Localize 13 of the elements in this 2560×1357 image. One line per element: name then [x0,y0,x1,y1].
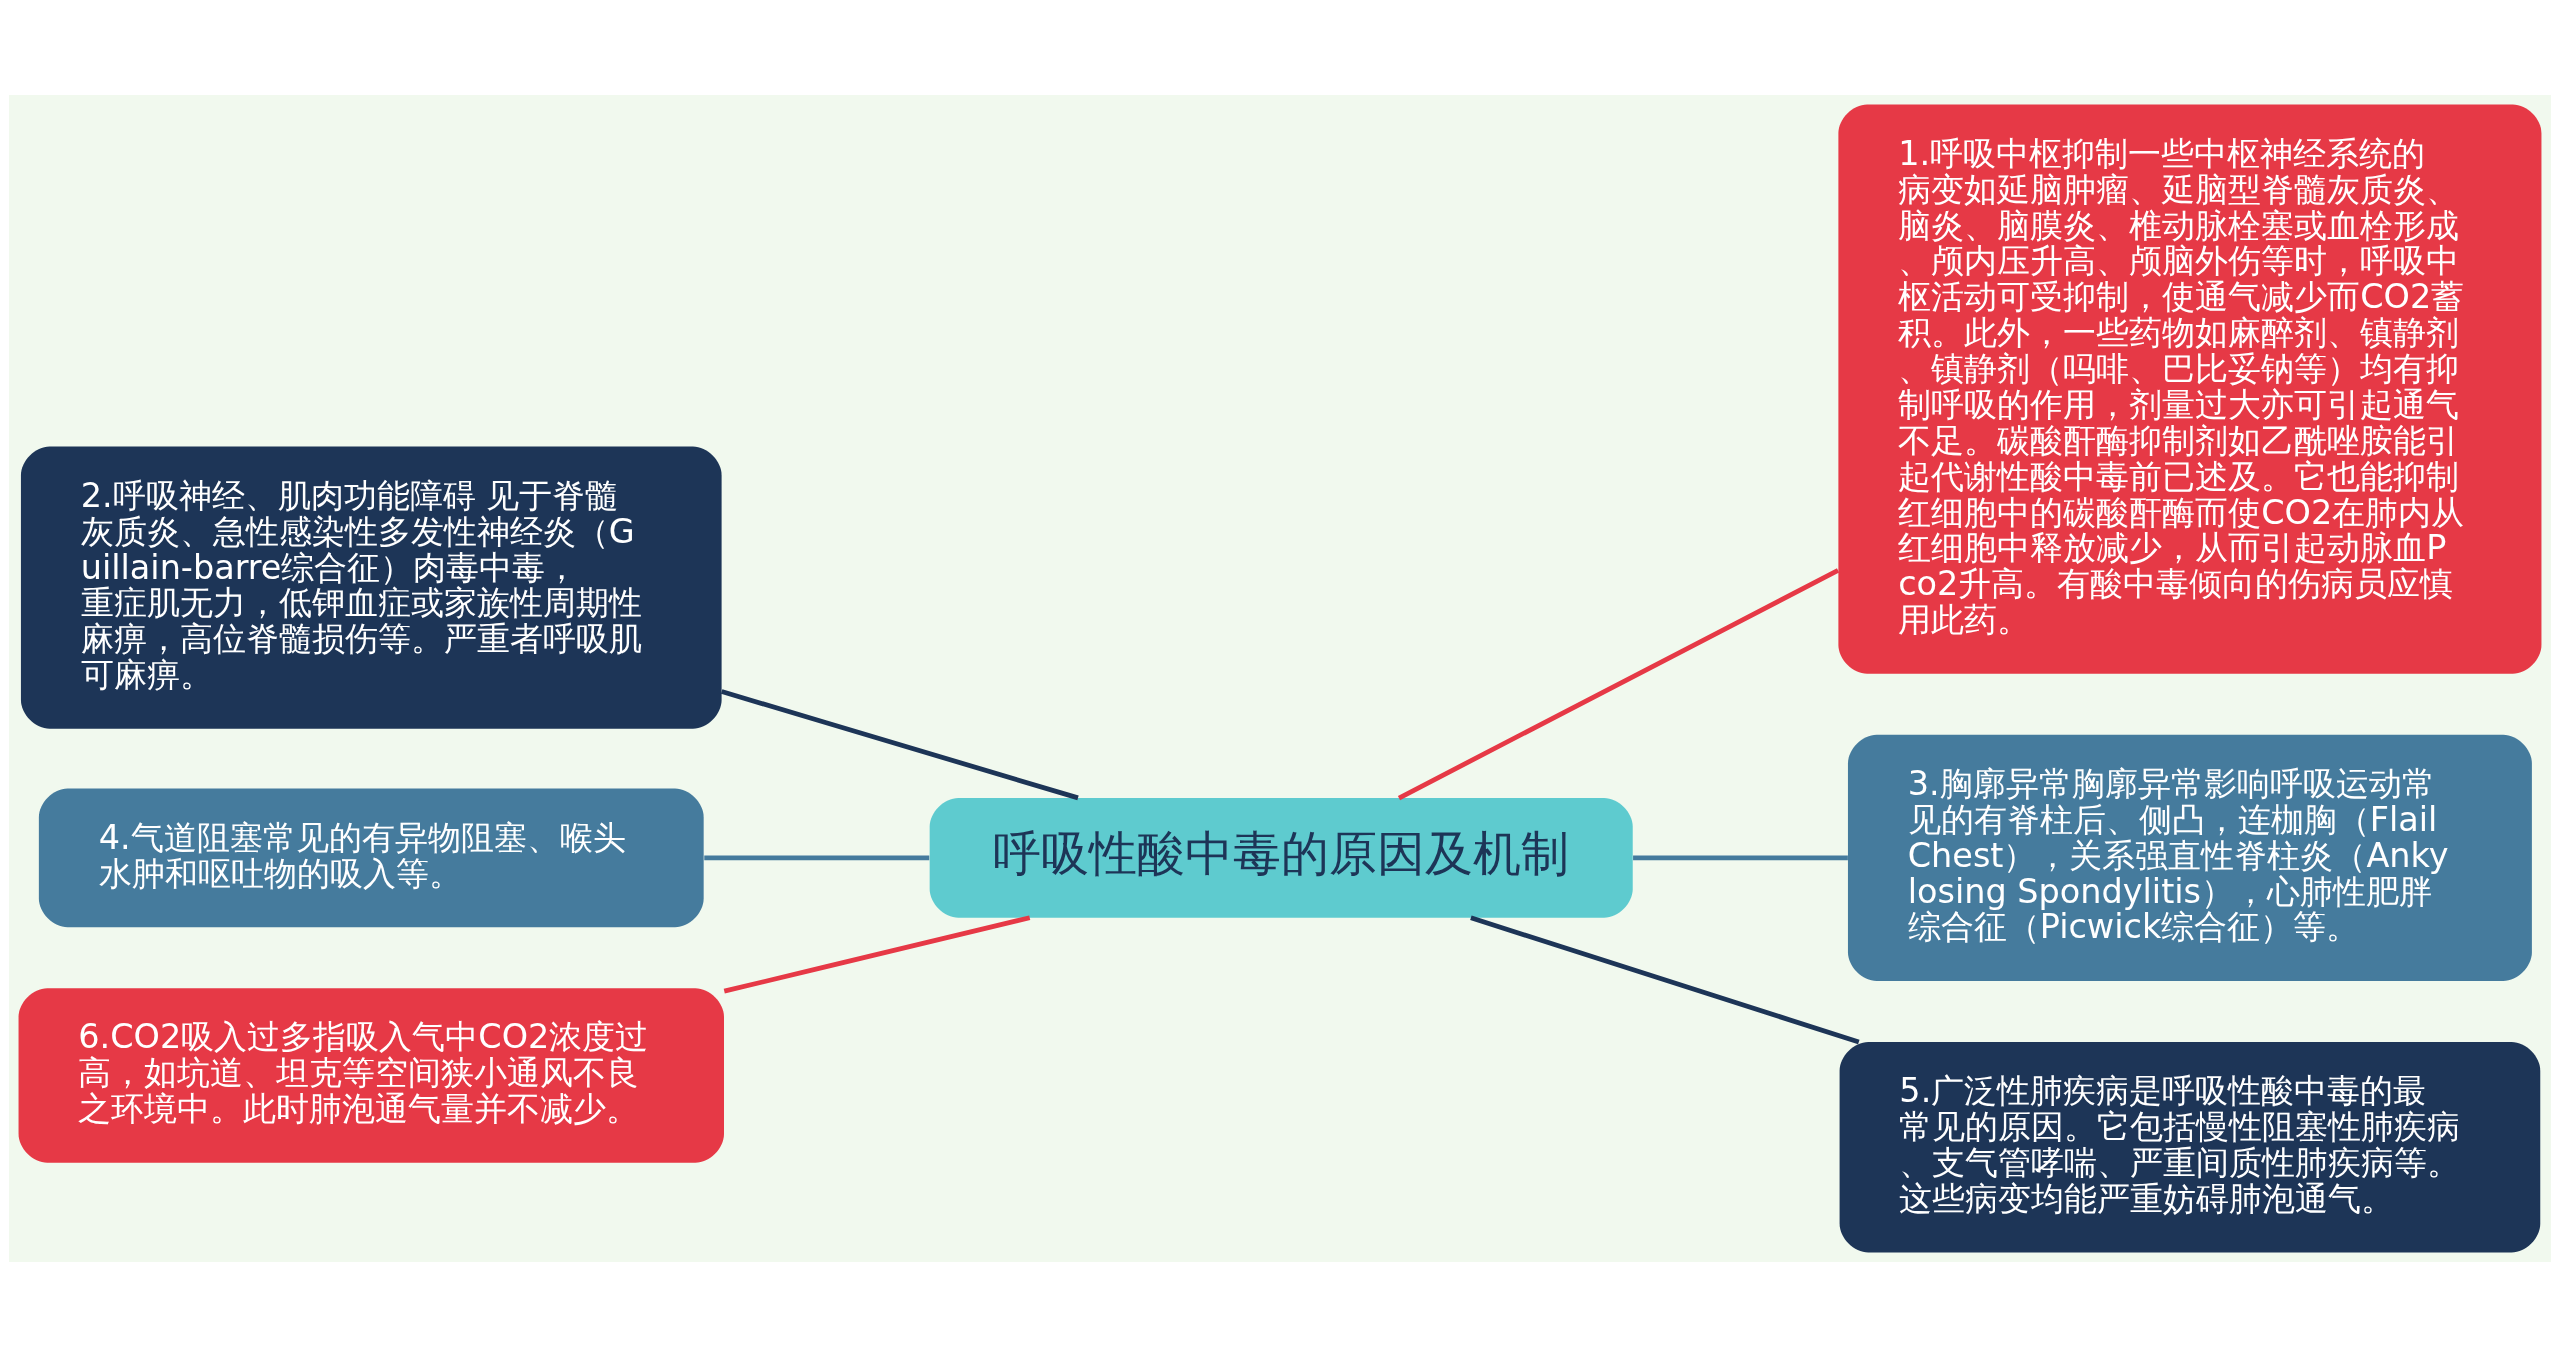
connector [1397,568,1840,801]
connector [723,915,1031,994]
connector [721,689,1079,801]
node-box: 3.胸廓异常胸廓异常影响呼吸运动常见的有脊柱后、侧凸，连枷胸（Flail Chest），关系强直性脊柱炎（Ankylosing Spondylitis），心肺性肥胖综合征（Picwick综合征）等。 [1847,734,2532,981]
node-box: 1.呼吸中枢抑制一些中枢神经系统的病变如延脑肿瘤、延脑型脊髓灰质炎、脑炎、脑膜炎、椎动脉栓塞或血栓形成、颅内压升高、颅脑外伤等时，呼吸中枢活动可受抑制，使通气减少而CO2蓄积。此外，一些药物如麻醉剂、镇静剂、镇静剂（吗啡、巴比妥钠等）均有抑制呼吸的作用，剂量过大亦可引起通气不足。碳酸酐酶抑制剂如乙酰唑胺能引起代谢性酸中毒前已述及。它也能抑制红细胞中的碳酸酐酶而使CO2在肺内从红细胞中释放减少，从而引起动脉血Pco2升高。有酸中毒倾向的伤病员应慎用此药。 [1838,104,2542,674]
node-box: 4.气道阻塞常见的有异物阻塞、喉头水肿和呕吐物的吸入等。 [38,788,704,928]
node-box: 呼吸性酸中毒的原因及机制 [929,798,1633,918]
node-box: 2.呼吸神经、肌肉功能障碍 见于脊髓灰质炎、急性感染性多发性神经炎（Guillain-barre综合征）肉毒中毒，重症肌无力，低钾血症或家族性周期性麻痹，高位脊髓损伤等。严重者呼吸肌可麻痹。 [20,446,722,729]
connector [704,855,930,861]
connector [1633,855,1848,861]
connector [1470,915,1860,1045]
node-box: 6.CO2吸入过多指吸入气中CO2浓度过高，如坑道、坦克等空间狭小通风不良之环境中。此时肺泡通气量并不减少。 [18,988,724,1163]
node-box: 5.广泛性肺疾病是呼吸性酸中毒的最常见的原因。它包括慢性阻塞性肺疾病、支气管哮喘、严重间质性肺疾病等。这些病变均能严重妨碍肺泡通气。 [1839,1042,2541,1253]
